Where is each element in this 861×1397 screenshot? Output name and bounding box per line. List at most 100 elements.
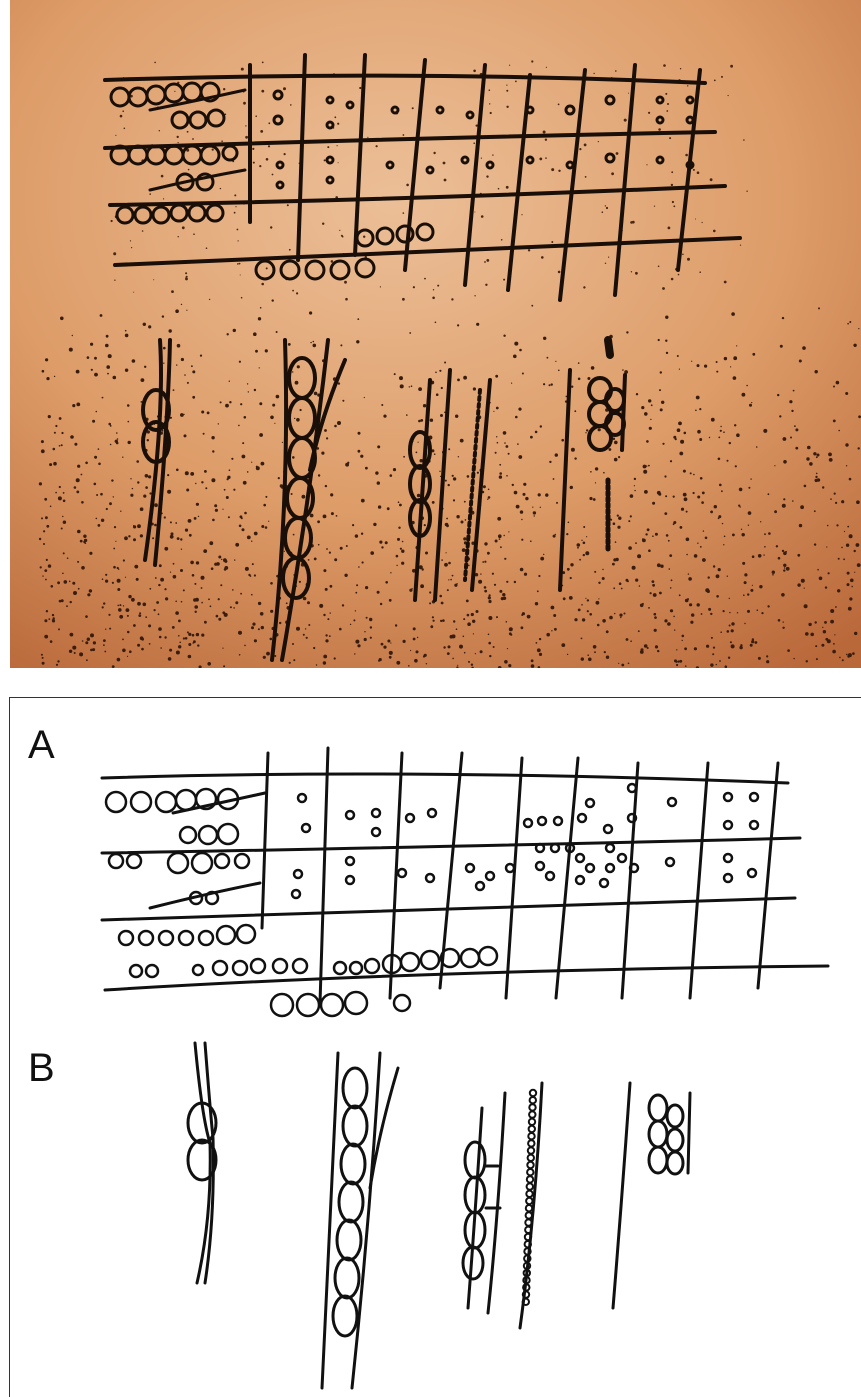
pigment-speck (579, 559, 581, 561)
pigment-speck (723, 431, 725, 433)
pigment-speck (751, 402, 752, 403)
pigment-speck (163, 198, 164, 199)
pigment-speck (260, 307, 262, 309)
pigment-speck (522, 373, 524, 375)
pigment-speck (254, 389, 256, 391)
pigment-speck (833, 643, 835, 645)
drawn-dot (576, 876, 584, 884)
pigment-speck (512, 484, 514, 486)
pigment-speck (336, 515, 338, 517)
pigment-speck (180, 538, 182, 540)
pigment-speck (270, 610, 273, 613)
pigment-speck (164, 588, 166, 590)
pigment-speck (740, 245, 741, 246)
pigment-speck (314, 392, 318, 396)
pigment-speck (93, 641, 96, 644)
pigment-speck (136, 460, 139, 463)
drawn-circle (273, 959, 287, 973)
circle-marks-a (106, 784, 758, 1016)
pigment-speck (239, 361, 241, 363)
engraving-oval (465, 1142, 485, 1178)
pigment-speck (46, 559, 48, 561)
pigment-speck (57, 581, 60, 584)
pigment-speck (837, 589, 840, 592)
pigment-speck (329, 552, 331, 554)
pigment-speck (394, 373, 396, 375)
pigment-speck (173, 563, 175, 565)
pigment-speck (502, 593, 505, 596)
pigment-speck (389, 656, 392, 659)
pigment-speck (398, 527, 400, 529)
pigment-speck (308, 559, 310, 561)
pigment-speck (654, 629, 657, 632)
pigment-speck (504, 442, 506, 444)
pigment-speck (189, 534, 192, 537)
pigment-speck (364, 638, 367, 641)
pigment-speck (365, 586, 368, 589)
pigment-speck (238, 240, 239, 241)
pigment-speck (211, 478, 215, 482)
pigment-speck (605, 205, 606, 206)
pigment-speck (488, 634, 490, 636)
pigment-speck (847, 583, 850, 586)
pigment-speck (137, 602, 141, 606)
pigment-speck (699, 408, 701, 410)
pigment-speck (406, 414, 408, 416)
pigment-speck (496, 616, 498, 618)
pigment-speck (212, 519, 215, 522)
drawn-dot (538, 817, 546, 825)
drawn-dot (606, 844, 614, 852)
pigment-speck (105, 344, 109, 348)
pigment-speck (418, 387, 422, 391)
pigment-speck (144, 366, 146, 368)
pigment-speck (480, 573, 481, 574)
pigment-speck (730, 65, 733, 68)
pigment-speck (270, 582, 273, 585)
pigment-speck (746, 191, 747, 192)
pigment-speck (253, 332, 257, 336)
pigment-speck (743, 594, 745, 596)
pigment-speck (245, 136, 248, 139)
pigment-speck (577, 543, 581, 547)
pigment-speck (782, 504, 786, 508)
pigment-speck (506, 90, 508, 92)
pigment-speck (589, 613, 592, 616)
pigment-speck (506, 186, 509, 189)
pigment-speck (721, 490, 723, 492)
pigment-speck (818, 307, 820, 309)
pigment-speck (207, 412, 210, 415)
pigment-speck (194, 517, 197, 520)
pigment-speck (417, 637, 418, 638)
pigment-speck (839, 657, 841, 659)
pigment-speck (514, 491, 518, 495)
pigment-speck (250, 575, 252, 577)
pigment-speck (367, 137, 368, 138)
pigment-speck (534, 515, 535, 516)
pigment-speck (289, 662, 291, 664)
pigment-speck (92, 420, 95, 423)
drawn-dot (426, 874, 434, 882)
pigment-speck (655, 645, 658, 648)
pigment-speck (667, 103, 669, 105)
pigment-speck (590, 471, 592, 473)
pigment-speck (188, 655, 192, 659)
drawn-dot (724, 874, 732, 882)
pigment-speck (103, 639, 106, 642)
pigment-speck (326, 548, 328, 550)
bead (527, 1183, 533, 1189)
pigment-speck (133, 292, 134, 293)
pigment-speck (127, 404, 130, 407)
pigment-speck (106, 365, 110, 369)
pigment-speck (204, 470, 207, 473)
pigment-speck (693, 169, 695, 171)
drawn-circle (237, 925, 255, 943)
pigment-speck (115, 135, 116, 136)
pigment-speck (574, 618, 577, 621)
pigment-speck (679, 660, 682, 663)
pigment-speck (291, 493, 293, 495)
pigment-speck (334, 558, 337, 561)
pigment-speck (461, 521, 464, 524)
pigment-speck (272, 404, 275, 407)
drawn-dot (506, 864, 514, 872)
pigment-speck (209, 299, 210, 300)
